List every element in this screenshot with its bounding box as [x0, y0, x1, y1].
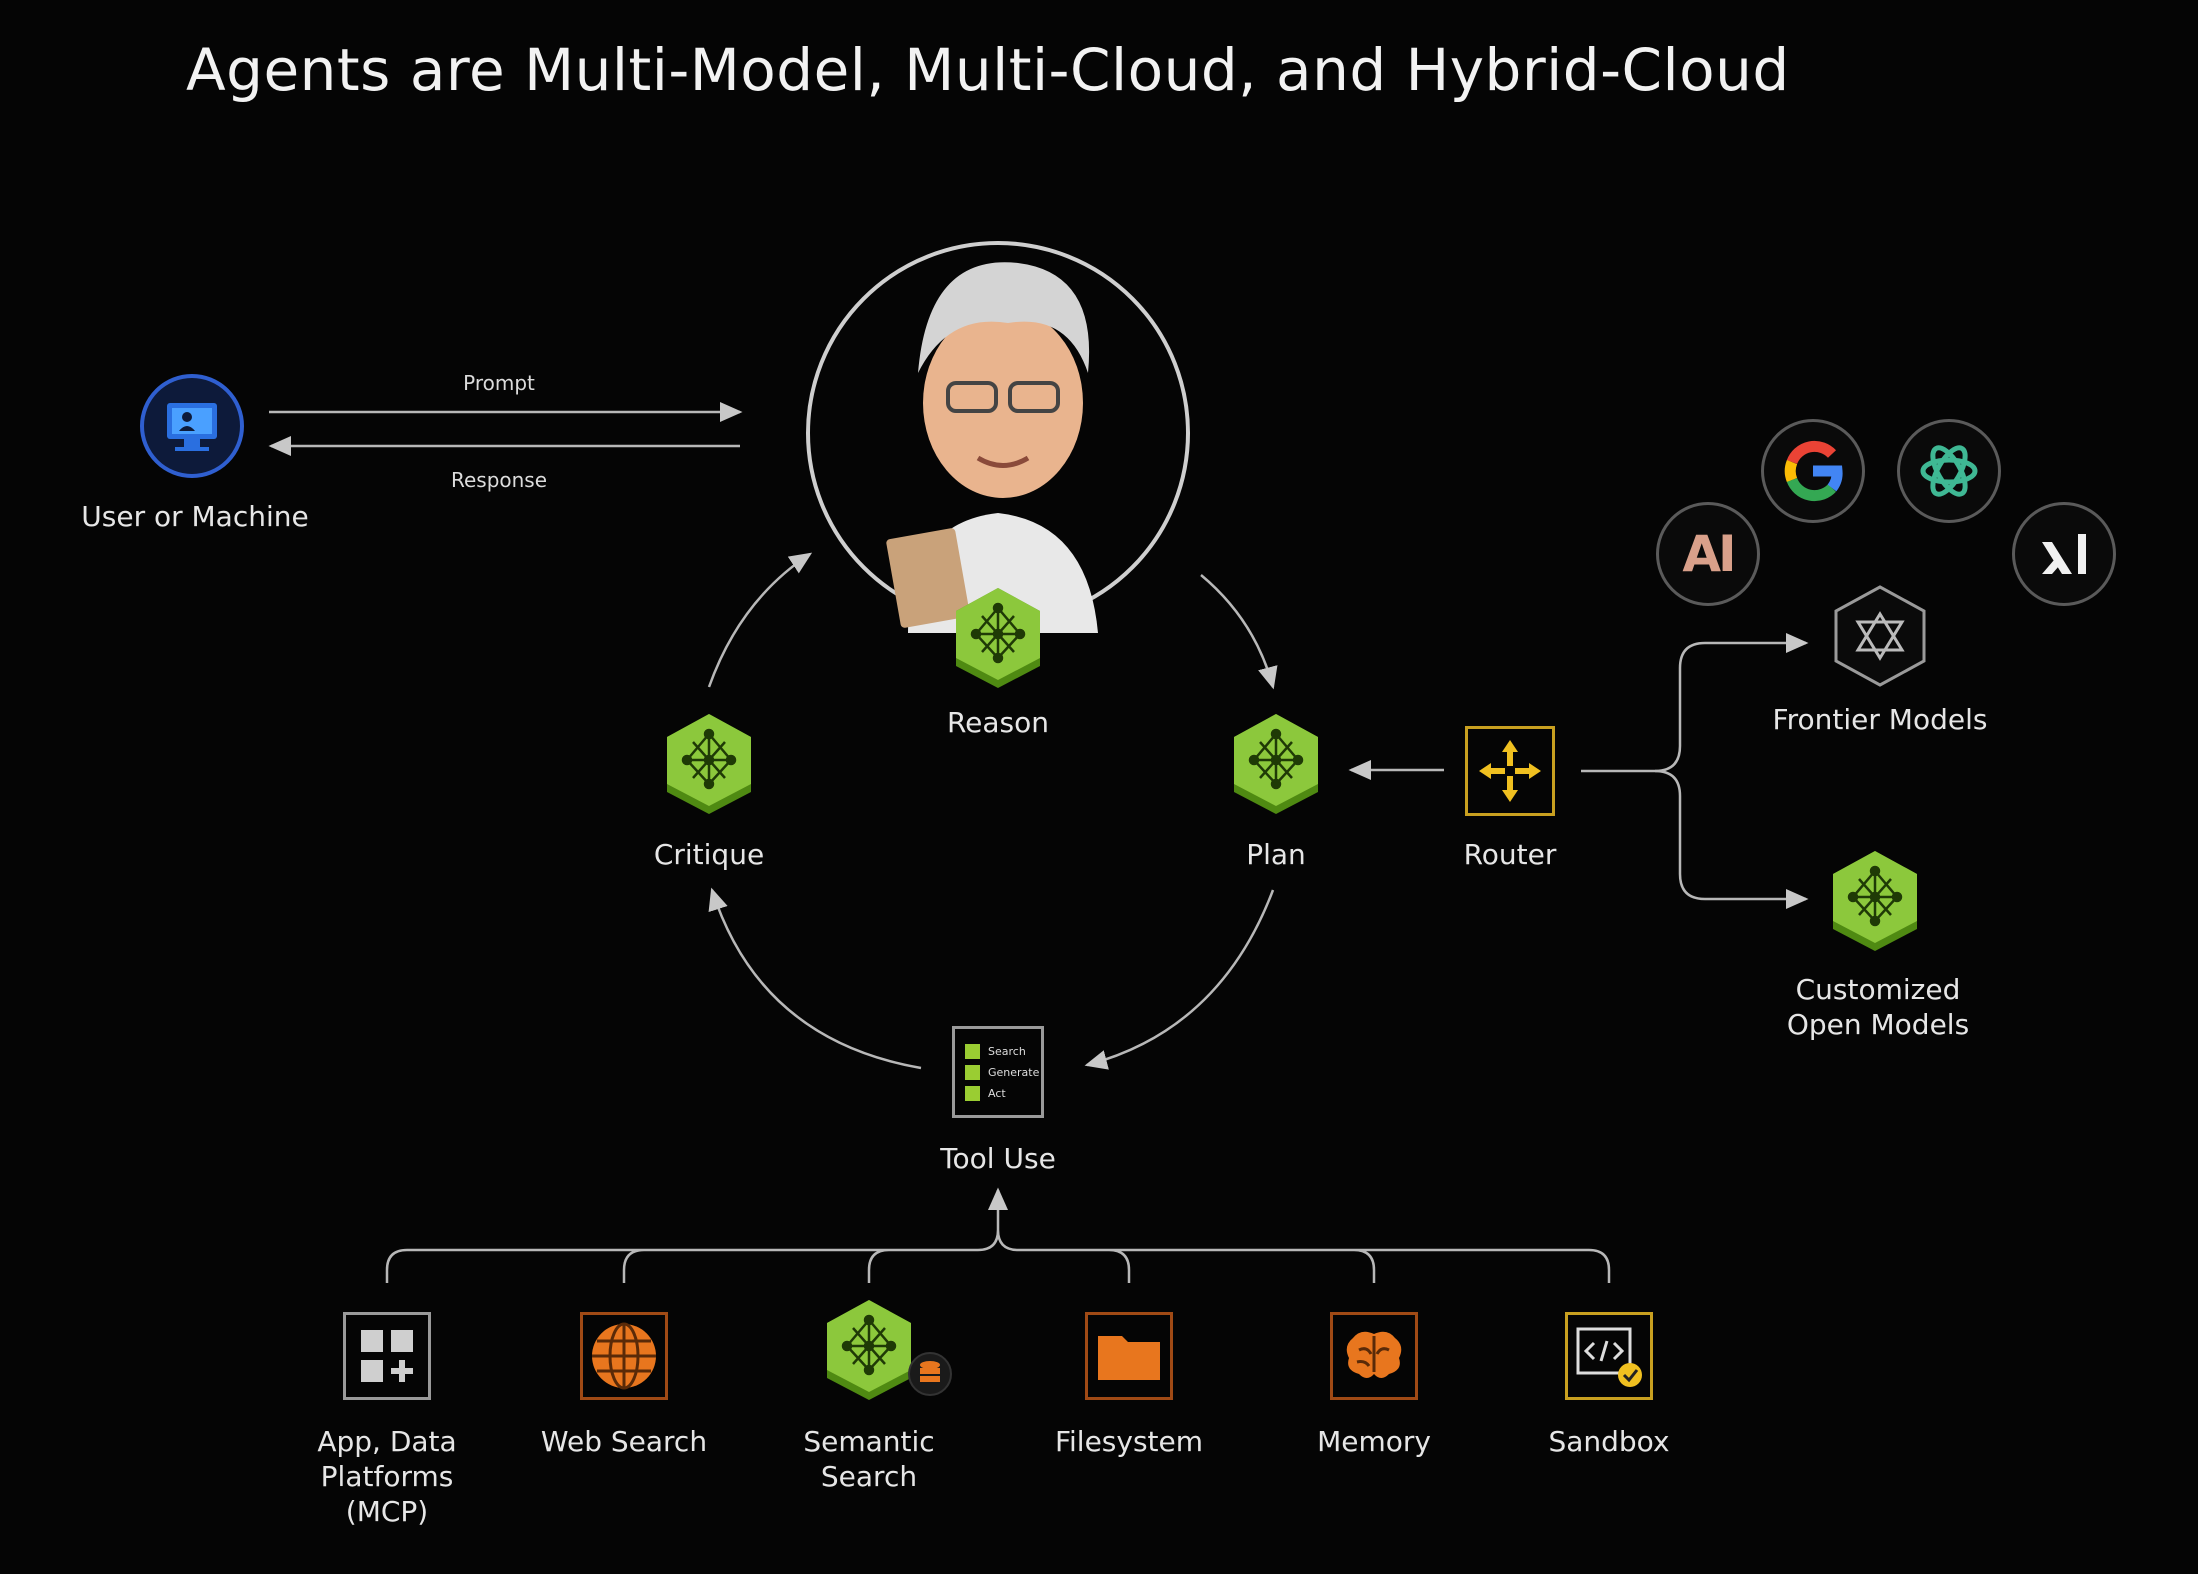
- reason-model-icon[interactable]: [952, 586, 1044, 690]
- tool-item-search: Search: [965, 1043, 1026, 1059]
- router-icon[interactable]: [1465, 726, 1555, 816]
- neural-network-icon: [1234, 714, 1318, 814]
- neural-network-icon: [667, 714, 751, 814]
- tool-item-act: Act: [965, 1085, 1006, 1101]
- apps-icon[interactable]: [343, 1312, 431, 1400]
- critique-label: Critique: [653, 838, 765, 871]
- tool-label-sandbox: Sandbox: [1548, 1425, 1670, 1458]
- tooluse-to-critique-arrow: [708, 887, 922, 1070]
- openai-logo: [1897, 419, 2001, 523]
- neural-network-icon: [827, 1300, 911, 1400]
- tool-item-generate: Generate: [965, 1064, 1039, 1080]
- globe-icon[interactable]: [580, 1312, 668, 1400]
- user-machine-icon: [139, 373, 245, 483]
- tool-use-label: Tool Use: [940, 1142, 1056, 1175]
- neural-network-icon: [1833, 851, 1917, 951]
- semantic-search-icon[interactable]: [823, 1298, 915, 1402]
- router-branch-line: [1581, 633, 1809, 773]
- plan-label: Plan: [1246, 838, 1306, 871]
- tool-label-filesystem: Filesystem: [1054, 1425, 1204, 1458]
- xai-logo: [2012, 502, 2116, 606]
- anthropic-logo: AI: [1656, 502, 1760, 606]
- plan-model-icon[interactable]: [1230, 712, 1322, 816]
- agent-avatar: [798, 233, 1198, 637]
- database-icon: [907, 1351, 953, 1401]
- frontier-models-label: Frontier Models: [1772, 703, 1988, 736]
- tool-label-web-search: Web Search: [540, 1425, 708, 1458]
- google-logo: [1761, 419, 1865, 523]
- customized-open-models-icon[interactable]: [1829, 849, 1921, 953]
- critique-to-reason-arrow: [707, 552, 813, 688]
- router-label: Router: [1463, 838, 1557, 871]
- tool-use-box[interactable]: Search Generate Act: [952, 1026, 1044, 1118]
- code-sandbox-icon[interactable]: [1565, 1312, 1653, 1400]
- reason-label: Reason: [946, 706, 1050, 739]
- plan-to-tooluse-arrow: [1084, 889, 1275, 1070]
- reason-to-plan-arrow: [1200, 574, 1278, 690]
- frontier-models-icon[interactable]: [1832, 584, 1928, 692]
- folder-icon[interactable]: [1085, 1312, 1173, 1400]
- response-label: Response: [450, 468, 548, 492]
- tool-label-memory: Memory: [1317, 1425, 1431, 1458]
- tools-tree: [385, 1229, 1611, 1283]
- prompt-label: Prompt: [463, 371, 535, 395]
- critique-model-icon[interactable]: [663, 712, 755, 816]
- page-title: Agents are Multi-Model, Multi-Cloud, and…: [186, 36, 1790, 104]
- neural-network-icon: [956, 588, 1040, 688]
- router-branch-line-lower: [1654, 769, 1809, 909]
- user-machine-label: User or Machine: [81, 500, 309, 533]
- brain-icon[interactable]: [1330, 1312, 1418, 1400]
